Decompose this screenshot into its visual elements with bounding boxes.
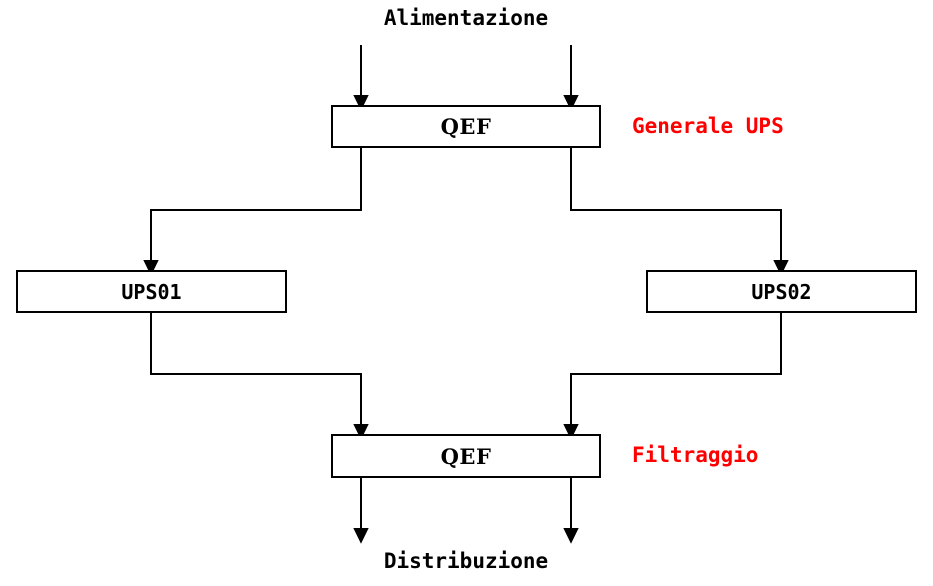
- annotation-filtraggio: Filtraggio: [632, 443, 759, 467]
- node-qef-filtraggio[interactable]: QEF: [331, 434, 601, 478]
- node-label-ups02: UPS02: [751, 279, 812, 304]
- source-label-alimentazione: Alimentazione: [383, 6, 549, 30]
- node-qef-generale-ups[interactable]: QEF: [331, 105, 601, 148]
- node-label-qef-top: QEF: [440, 114, 492, 139]
- edge-ups01-to-qef-bottom: [150, 312, 369, 440]
- node-label-qef-bottom: QEF: [440, 443, 492, 469]
- sink-label-distribuzione: Distribuzione: [383, 549, 549, 573]
- edge-ups02-to-qef-bottom: [563, 312, 782, 440]
- annotation-generale-ups: Generale UPS: [632, 114, 784, 138]
- edge-qef-to-ups01: [143, 148, 362, 276]
- edge-qef-to-ups02: [570, 148, 789, 276]
- node-ups01[interactable]: UPS01: [16, 270, 287, 313]
- node-label-ups01: UPS01: [121, 279, 182, 304]
- node-ups02[interactable]: UPS02: [646, 270, 917, 313]
